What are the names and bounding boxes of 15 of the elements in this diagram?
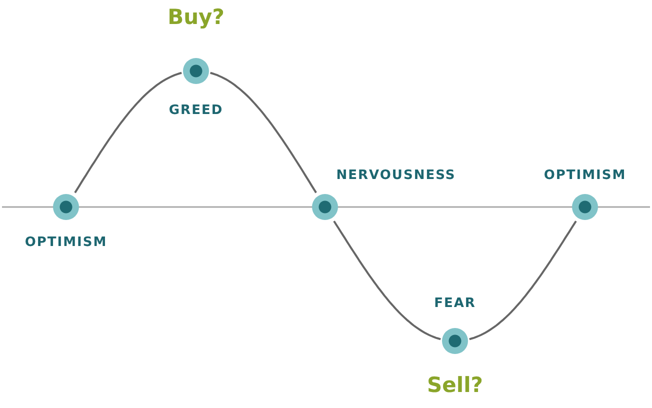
wave-curve [210, 72, 317, 194]
point-marker [442, 328, 468, 354]
point-marker [312, 194, 338, 220]
point-marker [572, 194, 598, 220]
point-label: NERVOUSNESS [336, 168, 456, 183]
question-label: Buy? [168, 5, 224, 29]
wave-curve [74, 72, 182, 194]
point-label: OPTIMISM [24, 235, 108, 250]
wave-curve [333, 220, 441, 340]
point-marker [53, 194, 79, 220]
point-label: FEAR [434, 296, 476, 311]
point-label: OPTIMISM [544, 168, 626, 183]
point-label: GREED [168, 103, 224, 118]
question-label: Sell? [427, 373, 483, 397]
point-marker [183, 58, 209, 84]
